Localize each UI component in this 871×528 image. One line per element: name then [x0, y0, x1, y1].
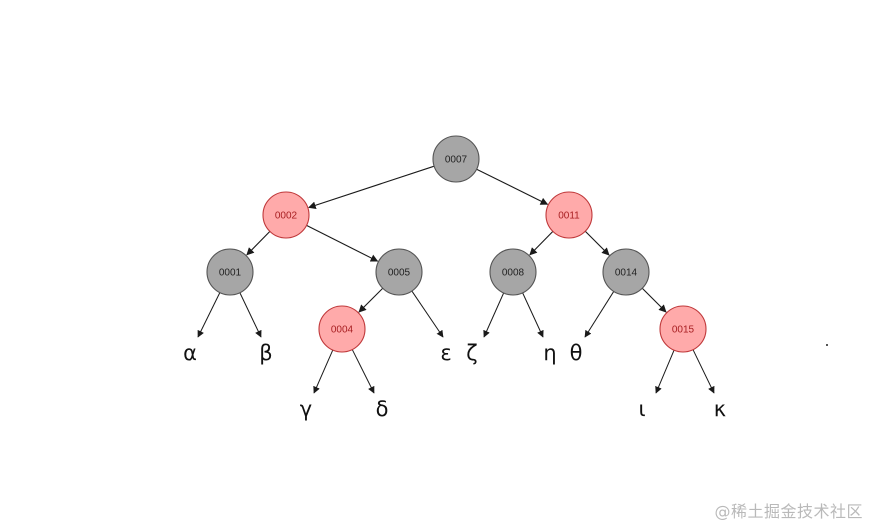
leaf-edge-0014-7 — [584, 291, 615, 338]
leaf-label-9: κ — [714, 397, 726, 421]
tree-node-0011: 0011 — [545, 191, 593, 239]
node-circle-0001 — [206, 248, 254, 296]
leaf-label-2: γ — [300, 397, 312, 421]
edge-0005-0004 — [358, 287, 384, 313]
leaf-label-6: η — [543, 341, 556, 365]
tree-node-0015: 0015 — [659, 305, 707, 353]
node-label-0015: 0015 — [672, 325, 695, 336]
node-circle-0008 — [489, 248, 537, 296]
edge-0007-0002 — [308, 165, 435, 209]
edge-0002-0001 — [246, 231, 271, 256]
leaf-edge-0015-8 — [655, 349, 675, 394]
leaf-edge-0015-9 — [692, 349, 715, 394]
edge-0011-0008 — [529, 231, 554, 256]
node-circle-0015 — [659, 305, 707, 353]
leaf-edge-0008-6 — [522, 292, 544, 338]
leaf-label-5: ζ — [466, 341, 477, 365]
leaf-edge-0004-3 — [351, 349, 375, 394]
leaf-edge-0001-0 — [197, 292, 221, 338]
node-circle-0014 — [602, 248, 650, 296]
node-label-0005: 0005 — [388, 268, 411, 279]
edge-0014-0015 — [641, 287, 667, 313]
edge-0002-0005 — [306, 224, 379, 262]
edge-0007-0011 — [476, 168, 549, 205]
node-label-0014: 0014 — [615, 268, 638, 279]
node-label-0002: 0002 — [275, 211, 298, 222]
node-circle-0007 — [432, 135, 480, 183]
node-circle-0005 — [375, 248, 423, 296]
leaf-edge-0005-4 — [411, 290, 444, 338]
leaf-label-3: δ — [376, 397, 389, 421]
leaf-label-8: ι — [638, 397, 645, 421]
node-circle-0002 — [262, 191, 310, 239]
stray-dot — [826, 344, 828, 346]
edge-0011-0014 — [584, 230, 610, 256]
node-label-0004: 0004 — [331, 325, 354, 336]
node-label-0001: 0001 — [219, 268, 242, 279]
tree-node-0007: 0007 — [432, 135, 480, 183]
leaf-label-0: α — [183, 341, 197, 365]
leaf-label-1: β — [259, 341, 272, 365]
node-label-0007: 0007 — [445, 155, 468, 166]
leaf-label-4: ε — [440, 341, 451, 365]
node-label-0008: 0008 — [502, 268, 525, 279]
node-circle-0004 — [318, 305, 366, 353]
tree-node-0004: 0004 — [318, 305, 366, 353]
tree-node-0008: 0008 — [489, 248, 537, 296]
leaf-edge-0001-1 — [239, 292, 262, 338]
watermark: @稀土掘金技术社区 — [714, 502, 863, 521]
tree-node-0014: 0014 — [602, 248, 650, 296]
leaf-label-7: θ — [570, 341, 583, 365]
tree-node-0002: 0002 — [262, 191, 310, 239]
leaf-edge-0008-5 — [483, 292, 505, 338]
tree-node-0005: 0005 — [375, 248, 423, 296]
tree-node-0001: 0001 — [206, 248, 254, 296]
node-circle-0011 — [545, 191, 593, 239]
leaf-edge-0004-2 — [313, 349, 334, 394]
node-label-0011: 0011 — [558, 211, 580, 222]
